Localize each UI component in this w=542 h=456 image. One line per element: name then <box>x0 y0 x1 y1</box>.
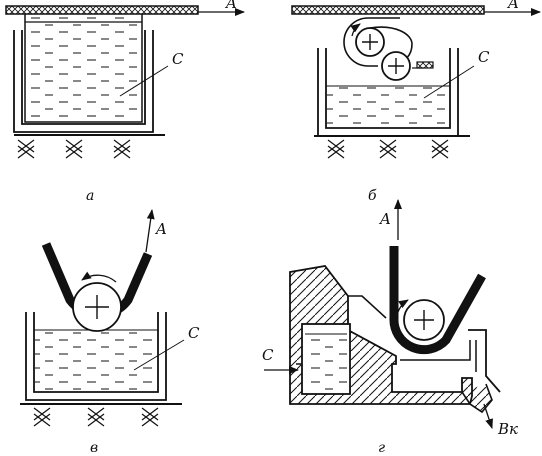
doctor-blade <box>416 61 434 69</box>
panel-a: A C а <box>5 0 245 204</box>
outlet-arrow <box>483 403 493 429</box>
motion-label: A <box>224 0 237 12</box>
motion-label: A <box>154 220 167 238</box>
bath <box>13 30 154 133</box>
liquid-label: C <box>188 324 200 342</box>
applicator <box>24 14 143 123</box>
panel-caption: б <box>368 188 377 204</box>
motion-label: A <box>378 210 391 228</box>
outlet-label: Вк <box>497 420 518 438</box>
panel-v: A C в <box>20 209 200 456</box>
liquid <box>35 330 157 391</box>
liquid-label: C <box>478 48 490 66</box>
leader-line <box>119 65 169 97</box>
bath <box>25 312 167 401</box>
panel-b: A C б <box>291 0 541 204</box>
rotation-arrow <box>81 271 117 283</box>
leader-line <box>133 339 185 371</box>
leader-line <box>423 65 475 99</box>
motion-label: A <box>506 0 519 12</box>
moving-strip <box>5 5 199 15</box>
strip-wrap <box>343 17 400 67</box>
chamber-wall <box>468 329 501 393</box>
rotation-arrow <box>395 299 409 339</box>
motion-arrow <box>145 209 155 253</box>
liquid-label: C <box>262 346 274 364</box>
rotation-arrow <box>350 23 361 37</box>
panel-caption: а <box>86 188 94 204</box>
liquid-label: C <box>172 50 184 68</box>
panel-caption: г <box>378 440 385 456</box>
panel-g: C Вк A г <box>262 199 518 456</box>
moving-strip <box>291 5 485 15</box>
liquid <box>327 86 449 127</box>
panel-caption: в <box>90 440 98 456</box>
